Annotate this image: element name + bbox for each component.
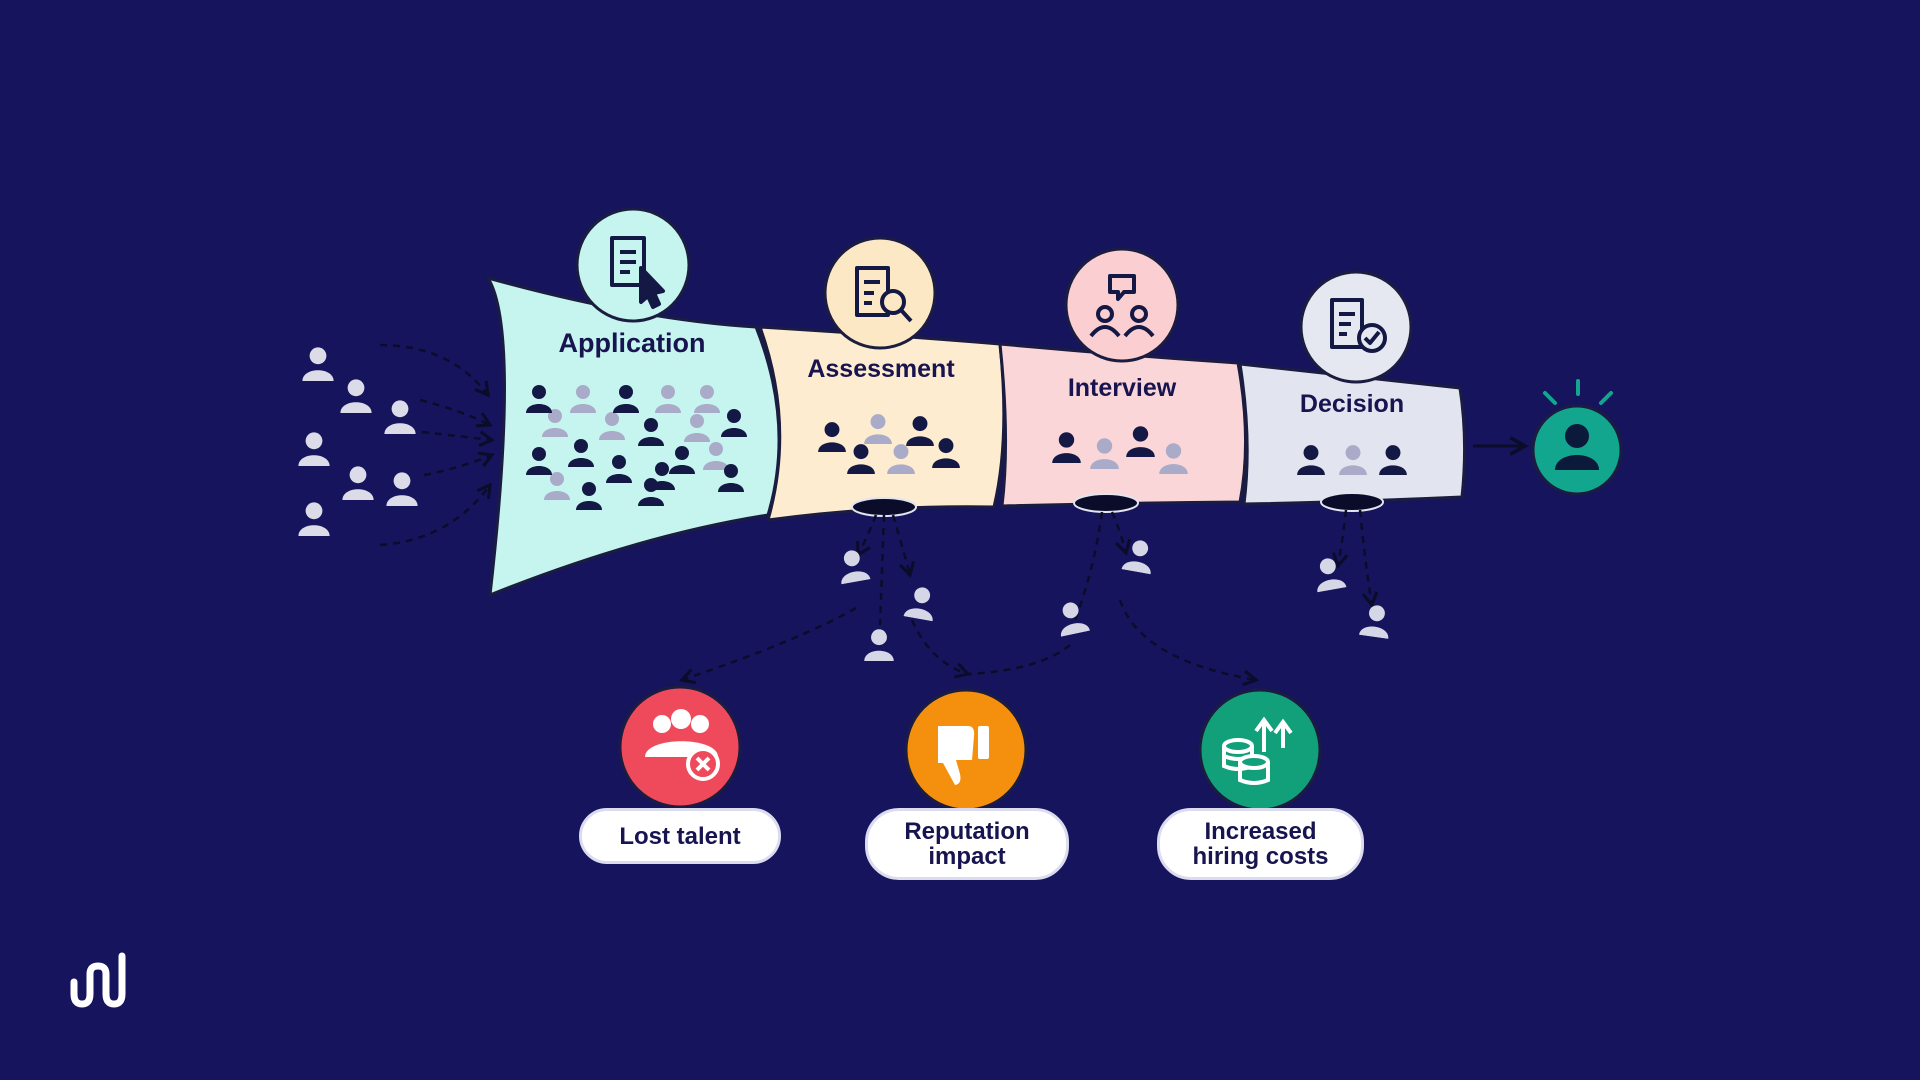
document-search-icon <box>855 266 913 323</box>
outcome-reputation-label: Reputation impact <box>865 808 1069 880</box>
outcome-costs-label: Increased hiring costs <box>1157 808 1364 880</box>
person-icon <box>1555 424 1599 470</box>
stage-interview-title: Interview <box>1068 374 1177 402</box>
dropping-candidates <box>835 537 1393 661</box>
stage-assessment-icon-bubble <box>823 236 937 350</box>
people-remove-icon <box>645 709 720 781</box>
outcome-costs-bubble <box>1198 688 1322 812</box>
thumbs-down-icon <box>938 726 989 785</box>
stage-decision-title: Decision <box>1300 390 1404 418</box>
stage-decision-icon-bubble <box>1299 270 1413 384</box>
stage-interview-panel <box>998 342 1247 508</box>
coins-up-icon <box>1222 716 1293 785</box>
document-check-icon <box>1330 298 1387 353</box>
outcome-reputation-bubble <box>904 688 1028 812</box>
drop-arrows <box>678 509 1379 687</box>
brand-logo-icon <box>70 952 126 1008</box>
stage-assessment-title: Assessment <box>807 355 955 383</box>
incoming-arrows <box>379 343 496 547</box>
outcome-lost-talent-label: Lost talent <box>579 808 781 864</box>
stage-decision-panel <box>1238 362 1467 506</box>
incoming-candidates <box>298 347 418 536</box>
document-cursor-icon <box>610 236 665 309</box>
hire-glow <box>1543 379 1613 405</box>
stage-application-panel <box>486 276 781 597</box>
outcome-lost-talent-bubble <box>618 685 742 809</box>
hired-candidate <box>1531 404 1623 496</box>
stage-application-icon-bubble <box>575 207 691 323</box>
people-chat-icon <box>1089 274 1155 338</box>
stage-interview-icon-bubble <box>1064 247 1180 363</box>
stage-application-title: Application <box>559 328 706 358</box>
drop-holes <box>851 492 1384 517</box>
